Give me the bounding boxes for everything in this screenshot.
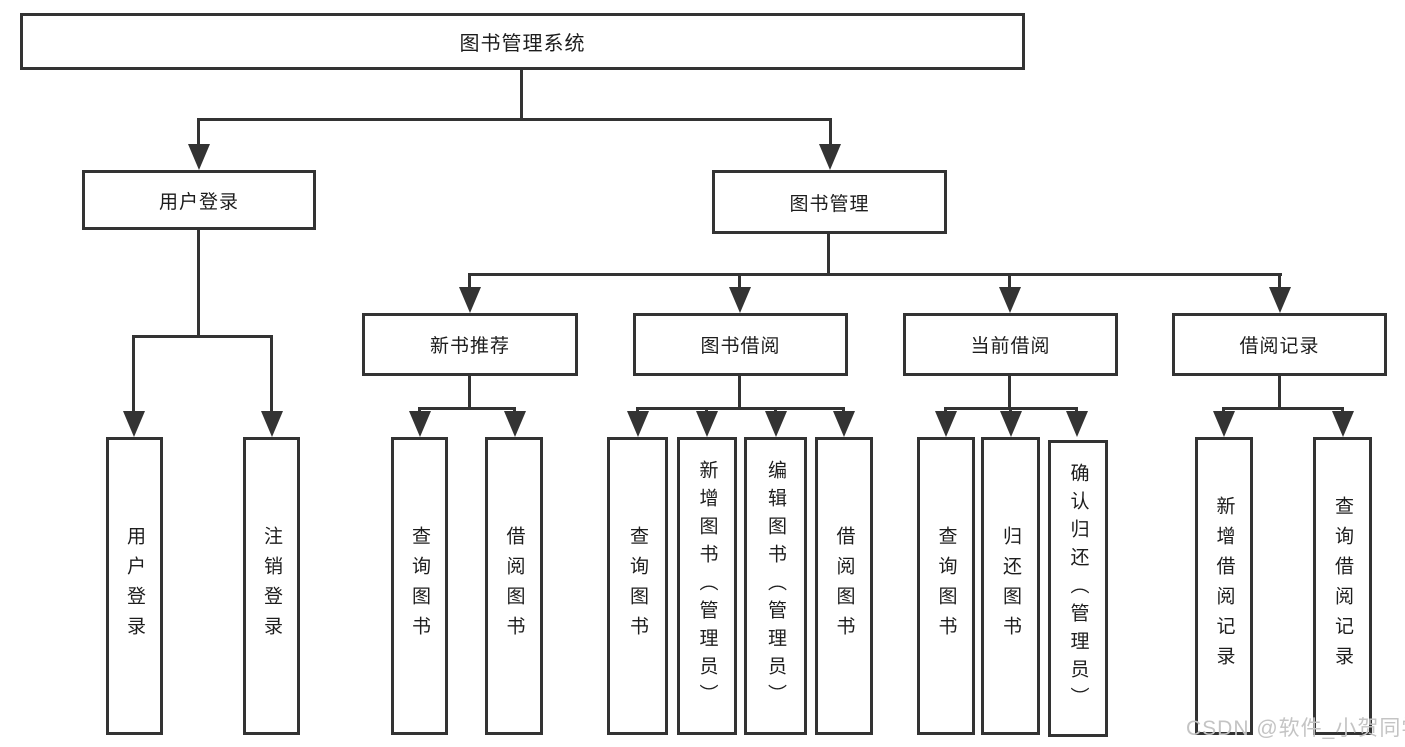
connector-root-branch [197,118,832,121]
connector-drop-leaf-logout [270,335,273,413]
connector-drop [705,407,708,414]
node-library-management-system: 图书管理系统 [20,13,1025,70]
arrow-down-icon [1213,411,1235,437]
arrow-down-icon [123,411,145,437]
connector-nb-stem [468,376,471,408]
node-label: 用户登录 [124,526,145,646]
connector-drop-new-book [468,273,471,289]
arrow-down-icon [459,287,481,313]
node-label: 用户登录 [158,191,239,213]
arrow-down-icon [999,287,1021,313]
leaf-cb-confirm-return-admin: 确认归还（管理员） [1048,440,1108,737]
node-new-book-recommend: 新书推荐 [362,313,578,376]
leaf-bb-borrow-books: 借阅图书 [815,437,873,735]
node-label: 借阅图书 [503,526,525,646]
node-label: 当前借阅 [970,336,1051,357]
connector-drop [1341,407,1344,414]
node-label: 图书管理 [789,193,870,215]
node-borrowing-records: 借阅记录 [1172,313,1387,376]
node-label: 确认归还（管理员） [1067,462,1089,715]
connector-drop-borrow-records [1278,273,1281,289]
connector-nb-branch [418,407,516,410]
node-label: 查询图书 [935,526,957,646]
leaf-bb-edit-books-admin: 编辑图书（管理员） [744,437,807,735]
connector-drop [1222,407,1225,414]
node-book-borrowing: 图书借阅 [633,313,848,376]
connector-drop [842,407,845,414]
connector-drop [774,407,777,414]
node-label: 新增图书（管理员） [696,460,718,712]
leaf-br-add-record: 新增借阅记录 [1195,437,1253,735]
connector-br-stem [1278,376,1281,408]
arrow-down-icon [1000,411,1022,437]
arrow-down-icon [1269,287,1291,313]
connector-drop [1009,407,1012,414]
node-label: 注销登录 [261,526,282,646]
connector-drop-user-login [197,118,200,146]
node-label: 编辑图书（管理员） [765,460,786,712]
arrow-down-icon [833,411,855,437]
leaf-bb-query-books: 查询图书 [607,437,668,735]
connector-drop-book-management [829,118,832,146]
csdn-watermark: CSDN @软件_小贺同学 [1186,717,1405,740]
connector-book-mgmt-branch [468,273,1282,276]
leaf-cb-query-books: 查询图书 [917,437,975,735]
connector-drop [418,407,421,414]
leaf-user-login: 用户登录 [106,437,163,735]
connector-br-branch [1222,407,1344,410]
connector-drop-current-borrow [1008,273,1011,289]
connector-drop-leaf-user-login [132,335,135,413]
arrow-down-icon [261,411,283,437]
arrow-down-icon [188,144,210,170]
connector-user-login-stem [197,230,200,335]
arrow-down-icon [729,287,751,313]
arrow-down-icon [765,411,787,437]
arrow-down-icon [935,411,957,437]
arrow-down-icon [627,411,649,437]
connector-cb-stem [1008,376,1011,408]
node-label: 借阅图书 [833,526,855,646]
arrow-down-icon [819,144,841,170]
leaf-nb-query-books: 查询图书 [391,437,448,735]
connector-drop [1075,407,1078,414]
node-label: 查询图书 [409,526,430,646]
node-current-borrowing: 当前借阅 [903,313,1118,376]
connector-user-login-branch [132,335,273,338]
node-label: 借阅记录 [1239,336,1320,357]
arrow-down-icon [1332,411,1354,437]
node-label: 新增借阅记录 [1213,496,1235,676]
node-label: 查询借阅记录 [1332,496,1353,676]
node-label: 查询图书 [627,526,648,646]
node-label: 归还图书 [1000,526,1021,646]
leaf-nb-borrow-books: 借阅图书 [485,437,543,735]
leaf-bb-add-books-admin: 新增图书（管理员） [677,437,737,735]
connector-bb-stem [738,376,741,408]
connector-book-mgmt-stem [827,234,830,274]
connector-root-stem [520,70,523,118]
node-label: 新书推荐 [429,336,510,357]
connector-bb-branch [636,407,845,410]
arrow-down-icon [1066,411,1088,437]
node-label: 图书借阅 [700,336,781,357]
leaf-logout: 注销登录 [243,437,300,735]
arrow-down-icon [504,411,526,437]
node-book-management: 图书管理 [712,170,947,234]
connector-drop [944,407,947,414]
node-user-login: 用户登录 [82,170,316,230]
node-label: 图书管理系统 [459,33,586,55]
arrow-down-icon [409,411,431,437]
arrow-down-icon [696,411,718,437]
leaf-cb-return-books: 归还图书 [981,437,1040,735]
leaf-br-query-record: 查询借阅记录 [1313,437,1372,735]
connector-drop [513,407,516,414]
connector-drop [636,407,639,414]
connector-drop-book-borrow [738,273,741,289]
